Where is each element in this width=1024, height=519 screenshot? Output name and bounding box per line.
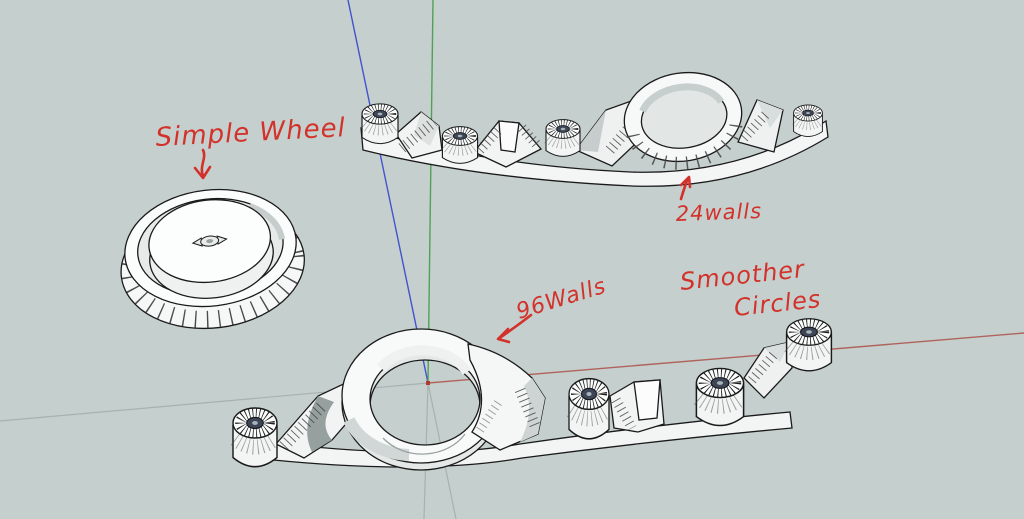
wheel-axle (191, 235, 228, 247)
ring-96walls (341, 328, 501, 471)
knob (696, 368, 743, 425)
bracket-zigzag-a (395, 111, 443, 159)
ramp-shade (576, 110, 606, 152)
24walls-arrow-icon (679, 175, 692, 201)
knob (794, 105, 823, 137)
wheel-rim-shadow (248, 203, 285, 240)
blue-axis (347, 0, 429, 384)
ramp-hatch (748, 348, 780, 384)
knob (546, 120, 580, 157)
model-simple-wheel[interactable] (112, 179, 311, 338)
ring-inner-bottom-edge (382, 433, 466, 455)
cone-hatch (611, 397, 637, 431)
model-96walls-bracket[interactable] (233, 319, 831, 470)
knob (362, 104, 398, 144)
knob (233, 408, 277, 467)
zigzag-box (498, 120, 520, 153)
bracket-cone-box (609, 379, 665, 433)
ring-24walls (623, 71, 743, 170)
simple-wheel-arrow-icon (193, 148, 212, 180)
fin-hatch (476, 397, 504, 433)
knob (787, 319, 832, 371)
ramp-hatch (740, 108, 772, 142)
fin-shade (520, 378, 545, 442)
ring-band-shade (343, 417, 410, 461)
knob (569, 379, 609, 439)
ring-inner-wall (639, 83, 725, 113)
knob (442, 127, 477, 164)
bracket-base-rail (360, 119, 829, 187)
ring-inner-wall (377, 345, 472, 375)
zigzag-hatch (398, 117, 438, 153)
axes-origin-point (426, 381, 430, 385)
fin-face (467, 343, 546, 451)
bracket-fin (467, 343, 546, 451)
96walls-arrow-icon (496, 313, 533, 344)
model-24walls-bracket[interactable] (360, 64, 829, 187)
arm-shade (307, 396, 334, 452)
axle-hole (206, 239, 214, 244)
bracket-zigzag-b (472, 120, 543, 168)
label-24walls: 24walls (675, 199, 762, 226)
ramp-shade (757, 100, 783, 128)
cone-box (633, 379, 661, 421)
green-axis (427, 0, 434, 384)
ramp-shade (764, 342, 790, 362)
bracket-ramp-right (737, 99, 784, 153)
